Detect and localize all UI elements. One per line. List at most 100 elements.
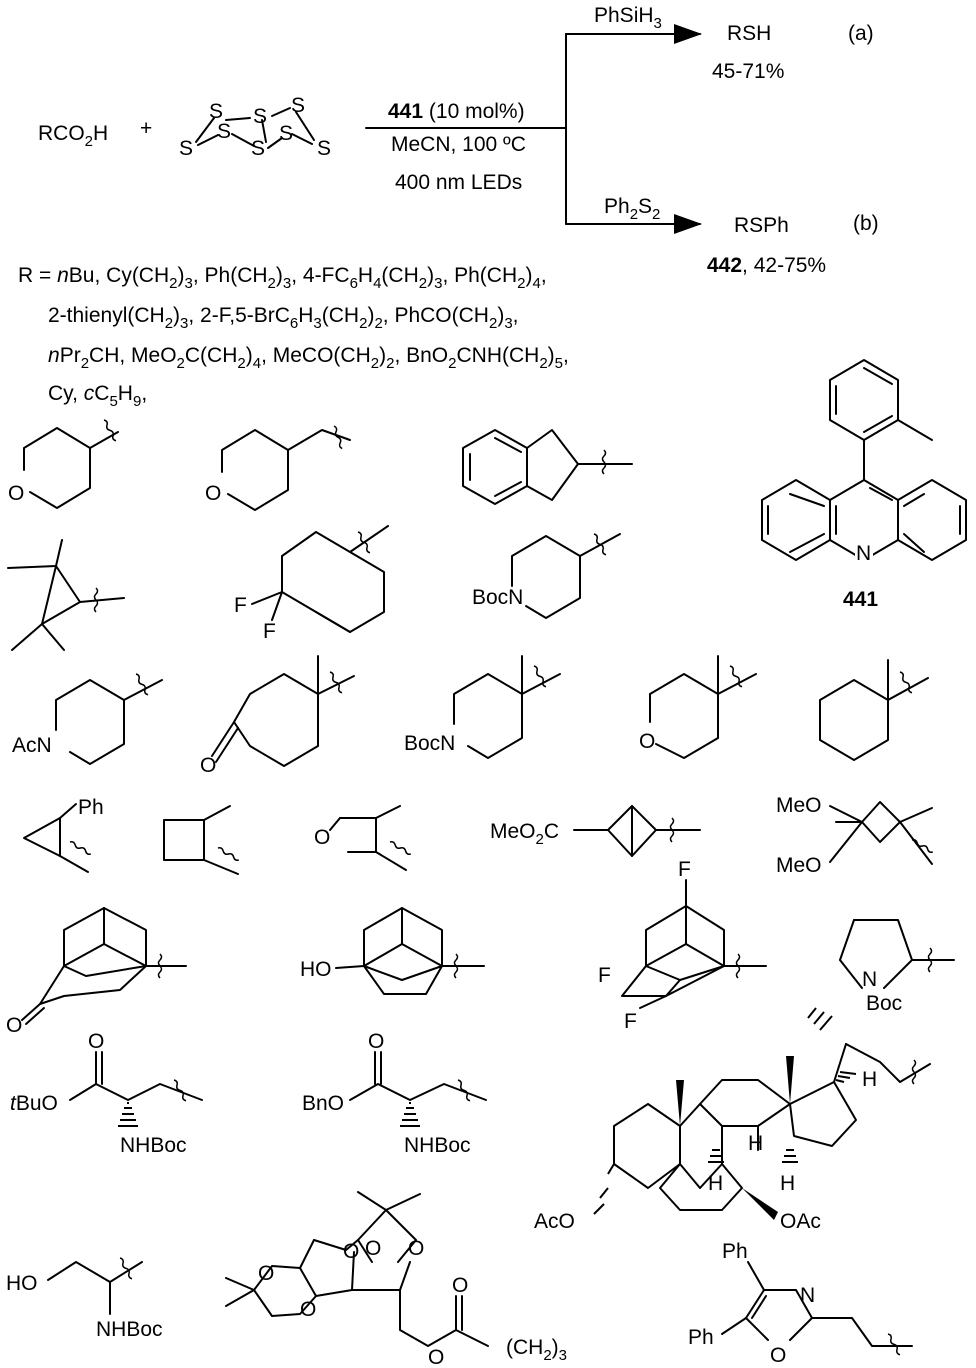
svg-text:MeO: MeO (776, 794, 822, 817)
reactant-acid: RCO2H (38, 122, 108, 150)
svg-text:Ph: Ph (688, 1326, 714, 1349)
svg-text:O: O (6, 1014, 22, 1037)
svg-text:S: S (279, 122, 293, 145)
svg-text:F: F (598, 964, 611, 987)
acetylpiperidinyl-structure: AcN (12, 672, 163, 765)
methylcyclohexyl-structure (819, 659, 929, 761)
bn-ester-aminoacid-structure: BnO O NHBoc (302, 1030, 487, 1157)
boc-piperidinyl-structure: BocN (472, 532, 621, 619)
catalyst-id: 441 (388, 100, 423, 123)
svg-text:O: O (428, 1346, 444, 1368)
svg-text:S: S (251, 137, 265, 160)
catalyst-label: 441 (843, 588, 878, 611)
svg-text:Ph: Ph (78, 796, 104, 819)
plus-sign: + (140, 117, 152, 140)
svg-text:S: S (291, 94, 305, 117)
oxazole-structure: N O Ph Ph (688, 1240, 913, 1367)
product-id: 442 (707, 254, 742, 277)
svg-text:NHBoc: NHBoc (120, 1134, 187, 1157)
route-a: PhSiH3 RSH 45-71% (a) (594, 4, 874, 83)
svg-text:HO: HO (300, 958, 332, 981)
catalyst-loading: (10 mol%) (429, 100, 525, 123)
sugar-acetonide-structure: O O O O O O O (CH2)3 (225, 1191, 567, 1368)
svg-text:NHBoc: NHBoc (404, 1134, 471, 1157)
svg-text:(CH2)3: (CH2)3 (506, 1336, 567, 1364)
svg-text:N: N (862, 968, 877, 991)
oxoadamantyl-structure: O (6, 907, 187, 1037)
svg-text:O: O (200, 754, 216, 777)
svg-text:O: O (205, 482, 221, 505)
yield-b: , 42-75% (742, 254, 826, 277)
svg-text:nPr2CH, MeO2C(CH2)4, MeCO(CH2): nPr2CH, MeO2C(CH2)4, MeCO(CH2)2, BnO2CNH… (48, 344, 569, 372)
svg-text:RCO2H: RCO2H (38, 122, 108, 150)
svg-text:O: O (368, 1030, 384, 1053)
svg-text:F: F (624, 1010, 637, 1033)
svg-text:BnO: BnO (302, 1092, 344, 1115)
svg-text:F: F (678, 858, 691, 881)
svg-text:AcO: AcO (534, 1210, 575, 1233)
tag-b: (b) (853, 212, 879, 235)
svg-text:442, 42-75%: 442, 42-75% (707, 254, 826, 277)
svg-text:BocN: BocN (404, 732, 455, 755)
yield-a: 45-71% (712, 60, 784, 83)
svg-text:H: H (708, 1172, 723, 1195)
hydroxyadamantyl-structure: HO (300, 907, 485, 995)
solvent-temperature: MeCN, 100 ºC (391, 133, 526, 156)
svg-text:MeO2C: MeO2C (490, 820, 559, 848)
svg-text:O: O (408, 1237, 424, 1260)
methyloxetanyl-structure: O (314, 805, 413, 871)
svg-text:Ph2S2: Ph2S2 (604, 195, 660, 223)
svg-text:NHBoc: NHBoc (96, 1318, 163, 1341)
tetrahydropyranylmethyl-structure: O (205, 424, 351, 511)
svg-text:O: O (343, 1240, 359, 1263)
svg-text:O: O (88, 1030, 104, 1053)
boc-pyrrolidinyl-structure: N Boc (839, 919, 955, 1015)
methylcyclobutyl-structure (163, 805, 241, 875)
svg-text:S: S (317, 137, 331, 160)
boc-methylpiperidinyl-structure: BocN (404, 655, 561, 759)
svg-text:O: O (314, 826, 330, 849)
reaction-arrows (365, 24, 702, 234)
svg-text:O: O (365, 1237, 381, 1260)
svg-text:O: O (8, 482, 24, 505)
steroid-structure: H H H H OAc AcO (534, 1007, 931, 1233)
svg-text:2-thienyl(CH2)3, 2-F,5-BrC6H3(: 2-thienyl(CH2)3, 2-F,5-BrC6H3(CH2)2, PhC… (48, 304, 519, 332)
svg-text:H: H (862, 1068, 877, 1091)
svg-text:F: F (263, 620, 276, 643)
svg-text:Boc: Boc (866, 992, 902, 1015)
svg-text:N: N (800, 1284, 815, 1307)
product-rsh: RSH (727, 22, 771, 45)
reaction-conditions: 441 (10 mol%) MeCN, 100 ºC 400 nm LEDs (388, 100, 526, 194)
svg-text:PhSiH3: PhSiH3 (594, 4, 662, 32)
oxocyclohexyl-structure: O (200, 655, 355, 777)
svg-text:O: O (639, 730, 655, 753)
svg-text:OAc: OAc (780, 1210, 821, 1233)
svg-text:S: S (179, 137, 193, 160)
svg-text:R = nBu, Cy(CH2)3, Ph(CH2)3, 4: R = nBu, Cy(CH2)3, Ph(CH2)3, 4-FC6H4(CH2… (18, 264, 547, 292)
route-b: Ph2S2 RSPh 442, 42-75% (b) (604, 195, 879, 277)
product-rsph: RSPh (734, 214, 789, 237)
svg-text:O: O (452, 1274, 468, 1297)
s8-reagent: S S S S S S S S (179, 94, 331, 160)
svg-text:Cy, cC5H9,: Cy, cC5H9, (48, 382, 147, 410)
phenylcyclopropyl-structure: Ph (23, 796, 104, 873)
catalyst-441-structure: N 441 (761, 359, 967, 611)
tetrahydropyranyl-structure: O (8, 418, 119, 509)
svg-text:N: N (856, 542, 871, 565)
svg-text:tBuO: tBuO (10, 1092, 58, 1115)
svg-text:S: S (217, 120, 231, 143)
svg-text:HO: HO (6, 1272, 38, 1295)
trifluoroadamantyl-structure: F F F (598, 858, 767, 1033)
methyltetrahydropyranyl-structure: O (639, 655, 757, 759)
dimethoxycyclobutyl-structure: MeO MeO (776, 794, 935, 877)
svg-text:O: O (300, 1298, 316, 1321)
tetramethylcyclopropyl-structure (7, 539, 125, 651)
svg-text:F: F (234, 594, 247, 617)
svg-text:O: O (258, 1262, 274, 1285)
svg-text:S: S (209, 100, 223, 123)
svg-text:BocN: BocN (472, 586, 523, 609)
svg-text:Ph: Ph (722, 1240, 748, 1263)
light-source: 400 nm LEDs (395, 171, 522, 194)
tag-a: (a) (848, 22, 874, 45)
